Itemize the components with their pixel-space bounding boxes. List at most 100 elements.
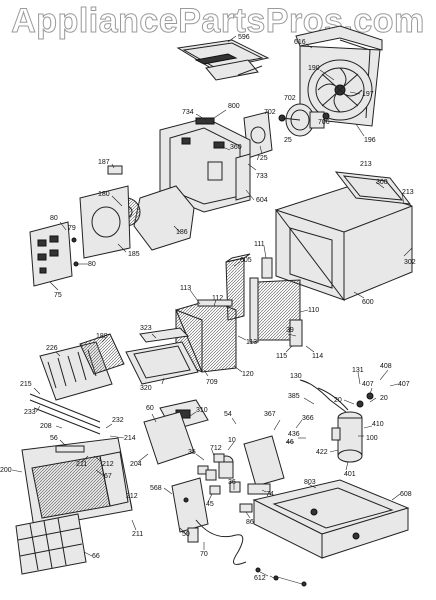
component-36 [209, 481, 241, 495]
callout-70: 70 [200, 551, 208, 558]
callout-80-a: 80 [50, 215, 58, 222]
callout-54: 54 [224, 411, 232, 418]
callout-366: 366 [302, 415, 314, 422]
orifice-panel-185 [79, 185, 131, 259]
callout-186: 186 [176, 229, 188, 236]
callout-208: 208 [40, 423, 52, 430]
callout-712: 712 [210, 445, 222, 452]
evaporator-coil-110 [249, 277, 303, 347]
callout-110: 110 [308, 307, 319, 314]
callout-385: 385 [288, 393, 300, 400]
callout-407-a: 407 [362, 381, 374, 388]
callout-200: 200 [0, 467, 12, 474]
callout-407-b: 407 [398, 381, 410, 388]
side-pieces-111 [261, 257, 273, 279]
callout-213-a: 213 [360, 161, 372, 168]
power-cord-70 [187, 519, 247, 565]
callout-113-a: 113 [180, 285, 191, 292]
callout-180: 180 [98, 191, 110, 198]
tubing-130 [299, 379, 374, 413]
base-pan-803 [252, 479, 410, 559]
callout-213-b: 213 [402, 189, 414, 196]
callout-612: 612 [254, 575, 266, 582]
callout-20-b: 20 [380, 395, 388, 402]
callout-45: 45 [206, 501, 214, 508]
callout-725: 725 [256, 155, 268, 162]
callout-67: 67 [104, 473, 112, 480]
callout-604: 604 [256, 197, 268, 204]
rods-208 [29, 393, 101, 435]
component-86 [239, 503, 253, 513]
callout-120: 120 [242, 371, 254, 378]
callout-310: 310 [196, 407, 208, 414]
callout-113-b: 113 [246, 339, 257, 346]
capacitor-10 [218, 455, 234, 479]
callout-60: 60 [146, 405, 154, 412]
callout-410: 410 [372, 421, 384, 428]
callout-111: 111 [254, 241, 265, 248]
callout-323: 323 [140, 325, 152, 332]
callout-50: 50 [182, 531, 190, 538]
callout-233: 233 [24, 409, 36, 416]
callout-196: 196 [364, 137, 376, 144]
callout-75: 75 [54, 292, 62, 299]
callout-702-a: 702 [284, 95, 296, 102]
callout-596: 596 [238, 34, 250, 41]
callout-360: 360 [230, 144, 242, 151]
bracket-323 [139, 327, 190, 343]
callout-702-b: 702 [264, 109, 276, 116]
callout-367: 367 [264, 411, 276, 418]
callout-709: 709 [206, 379, 218, 386]
callout-211-a: 211 [76, 461, 87, 468]
callout-212-a: 212 [102, 461, 114, 468]
callout-10: 10 [228, 437, 236, 444]
callout-800: 800 [228, 103, 240, 110]
callout-212-b: 212 [126, 493, 138, 500]
callout-204: 204 [130, 461, 142, 468]
compressor-bracket-367 [243, 435, 285, 495]
callout-80-b: 80 [88, 261, 96, 268]
callout-734: 734 [182, 109, 194, 116]
condenser-fan-190 [307, 59, 373, 121]
callout-733: 733 [256, 173, 268, 180]
louver-grille-188 [79, 333, 125, 375]
callout-616: 616 [294, 39, 306, 46]
callout-74: 74 [266, 491, 274, 498]
callout-211-b: 211 [132, 531, 143, 538]
callout-79: 79 [68, 225, 76, 232]
callout-302: 302 [404, 259, 416, 266]
callout-66: 66 [92, 553, 100, 560]
callout-25: 25 [284, 137, 292, 144]
leader-lines [11, 35, 413, 585]
callout-35: 35 [188, 449, 196, 456]
callout-187: 187 [98, 159, 110, 166]
callout-706: 706 [318, 119, 330, 126]
top-cover-596 [176, 39, 270, 81]
callout-300: 300 [376, 179, 388, 186]
thermostat-46 [205, 469, 217, 481]
callout-112: 112 [212, 295, 223, 302]
control-box-204 [143, 411, 195, 465]
callout-422: 422 [316, 449, 328, 456]
callout-131: 131 [352, 367, 364, 374]
control-panel-75 [29, 221, 79, 287]
callout-115: 115 [276, 353, 287, 360]
callout-86: 86 [246, 519, 254, 526]
callout-226: 226 [46, 345, 58, 352]
callout-190: 190 [308, 65, 320, 72]
callout-803: 803 [304, 479, 316, 486]
callout-436: 436 [288, 431, 300, 438]
fan-motor-25 [278, 103, 330, 137]
front-frame-300 [334, 171, 412, 205]
callout-labels: 596 616 190 197 702 702 706 196 734 800 … [0, 34, 416, 582]
drain-pan-320 [125, 341, 199, 385]
callout-600: 600 [362, 299, 374, 306]
electrical-bracket-568 [171, 477, 209, 533]
callout-188: 188 [96, 333, 108, 340]
front-grille-200 [21, 437, 133, 529]
callout-214: 214 [124, 435, 136, 442]
callout-36: 36 [228, 479, 236, 486]
callout-56: 56 [50, 435, 58, 442]
